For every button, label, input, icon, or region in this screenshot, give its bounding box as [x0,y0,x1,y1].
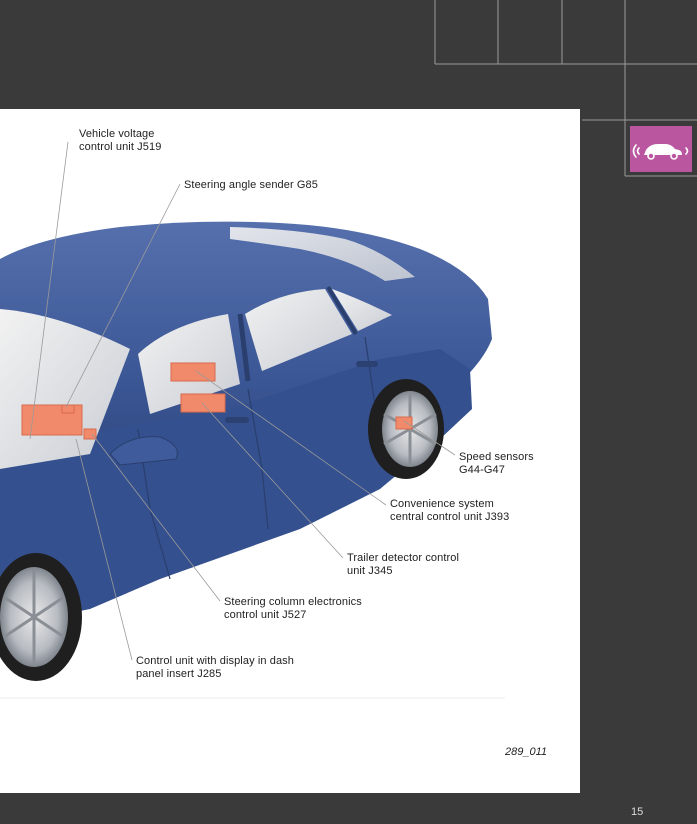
component-j393 [170,362,216,382]
leader-g85 [65,183,181,408]
car-body [0,349,472,629]
callout-j393: Convenience system central control unit … [390,498,510,523]
component-j345 [180,393,226,413]
car-network-icon [632,144,689,160]
callout-j345: Trailer detector control unit J345 [347,552,460,577]
leader-g44 [403,420,456,456]
figure-id: 289_011 [505,746,548,758]
header-grid-lines [434,0,697,177]
callout-j285: Control unit with display in dash panel … [136,655,294,680]
quarter-window [332,289,392,331]
component-j527 [83,428,97,440]
component-g44 [395,416,413,430]
section-badge [630,126,692,172]
page-number: 15 [631,806,644,818]
car-illustration [0,141,505,699]
callout-j527: Steering column electronics control unit… [224,596,362,621]
callout-j519: Vehicle voltage control unit J519 [79,128,162,153]
callout-g85: Steering angle sender G85 [184,179,318,191]
component-g85 [61,404,75,414]
leader-j285 [75,438,133,661]
leader-j519 [29,141,69,440]
sunroof [230,227,415,281]
callout-g44: Speed sensors G44-G47 [459,451,534,476]
side-mirror [109,436,178,466]
leader-j527 [91,433,221,602]
rear-window [245,289,352,371]
leader-j345 [201,402,344,559]
leader-j393 [195,370,387,506]
